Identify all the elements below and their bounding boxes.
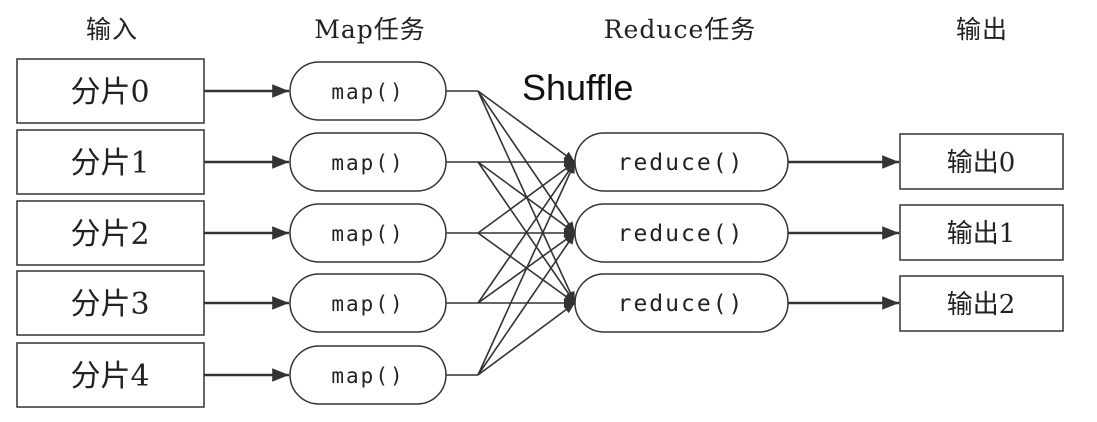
map-pill — [289, 132, 447, 192]
map-label: map() — [331, 364, 404, 388]
shuffle-edge — [477, 232, 576, 376]
map-label: map() — [331, 292, 404, 316]
map-task: map() — [289, 61, 447, 121]
map-pill — [289, 61, 447, 121]
map-task: map() — [289, 132, 447, 192]
input-label: 分片0 — [70, 75, 149, 110]
output-label: 输出1 — [947, 219, 1016, 249]
input-box — [16, 129, 205, 195]
output-file: 输出0 — [899, 133, 1064, 190]
shuffle-edge — [477, 161, 576, 376]
map-label: map() — [331, 80, 404, 104]
input-label: 分片3 — [70, 287, 149, 322]
reduce-label: reduce() — [618, 221, 745, 247]
map-pill — [289, 273, 447, 333]
reduce-task: reduce() — [574, 203, 789, 263]
reduce-label: reduce() — [618, 291, 745, 317]
map-task: map() — [289, 203, 447, 263]
input-split: 分片3 — [16, 270, 205, 336]
reduce-label: reduce() — [618, 150, 745, 176]
shuffle-edge — [477, 90, 576, 163]
header-reduce: Reduce任务 — [604, 15, 757, 44]
output-box — [899, 133, 1064, 190]
output-file: 输出1 — [899, 204, 1064, 261]
reduce-task: reduce() — [574, 132, 789, 192]
input-split: 分片4 — [16, 342, 205, 408]
input-label: 分片1 — [70, 146, 149, 181]
input-box — [16, 200, 205, 266]
output-file: 输出2 — [899, 275, 1064, 332]
input-box — [16, 58, 205, 124]
input-split: 分片2 — [16, 200, 205, 266]
output-box — [899, 275, 1064, 332]
output-label: 输出0 — [947, 148, 1016, 178]
input-split: 分片0 — [16, 58, 205, 124]
map-pill — [289, 345, 447, 405]
output-label: 输出2 — [947, 290, 1016, 320]
map-label: map() — [331, 222, 404, 246]
input-label: 分片2 — [70, 217, 149, 252]
reduce-task: reduce() — [574, 273, 789, 333]
shuffle-edge — [477, 161, 576, 304]
header-input: 输入 — [86, 15, 138, 44]
input-label: 分片4 — [70, 359, 149, 394]
map-task: map() — [289, 273, 447, 333]
header-map: Map任务 — [314, 15, 426, 44]
shuffle-connections — [446, 90, 576, 376]
shuffle-edge — [477, 161, 576, 234]
input-split: 分片1 — [16, 129, 205, 195]
map-pill — [289, 203, 447, 263]
map-task: map() — [289, 345, 447, 405]
header-output: 输出 — [956, 15, 1008, 44]
map-label: map() — [331, 151, 404, 175]
shuffle-label: Shuffle — [522, 67, 633, 108]
shuffle-edge — [477, 302, 576, 376]
output-box — [899, 204, 1064, 261]
